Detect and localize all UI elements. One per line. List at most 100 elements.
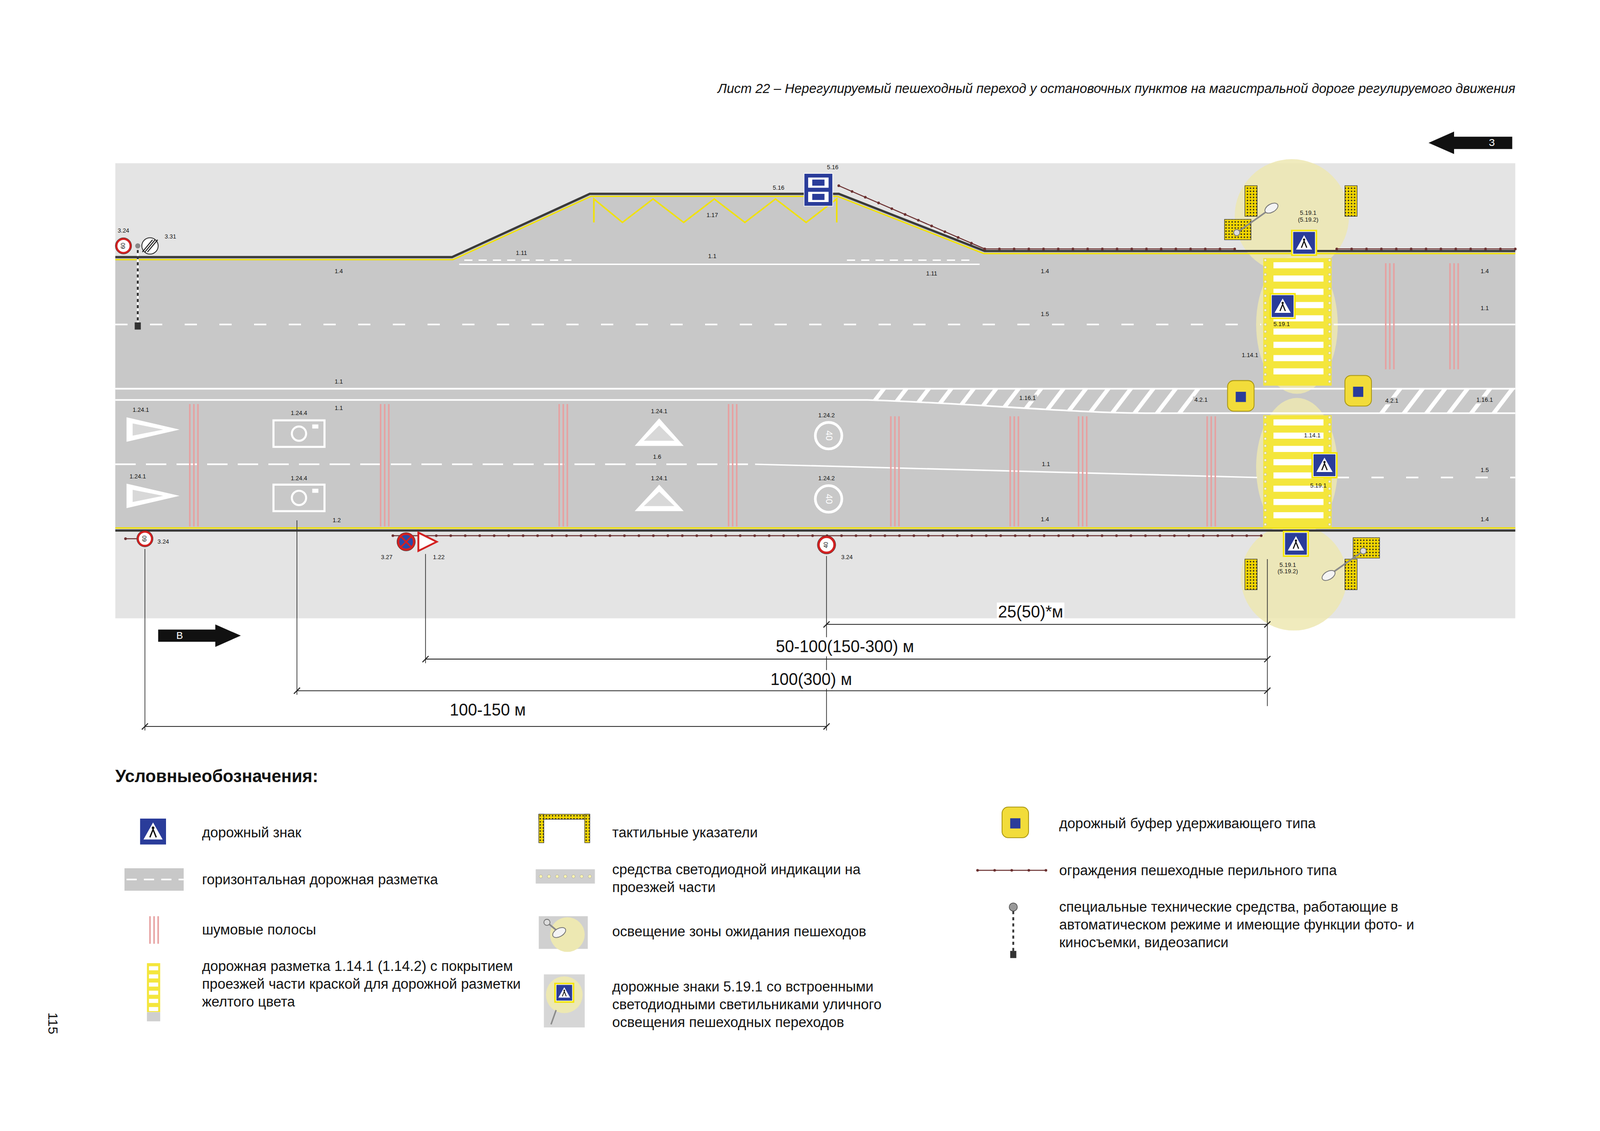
sign-frame [1311,452,1338,479]
pedestrian-railing [838,185,1235,250]
crossing-sign [140,818,167,845]
dimension-tick [1264,687,1271,694]
marking-code: 1.1 [1480,304,1489,312]
railing-post [1042,247,1045,251]
noise-strip [1388,263,1391,370]
railing-post [1335,247,1339,251]
sign-figure [1279,304,1286,312]
tactile-indicator [1345,559,1358,590]
sign-number: 40 [823,541,830,548]
marking-code: 1.1 [334,404,343,412]
railing-post [782,534,785,538]
noise-strip [566,404,568,527]
railing-post [796,534,800,538]
noise-strip [1081,416,1084,527]
railing-post [1245,534,1249,538]
island-hatch [1422,383,1450,419]
dimension-label: 50-100(150-300) м [774,637,916,657]
direction-arrow [1428,131,1512,155]
marking-code: 1.16.1 [1475,396,1495,404]
legend-text: ограждения пешеходные перильного типа [1059,861,1461,880]
marking-code: 1.4 [1480,268,1489,276]
legend-text: дорожные знаки 5.19.1 со встроенными све… [612,977,914,1032]
island-hatch [861,383,888,419]
lamp-base [543,919,550,926]
marking-code: 1.1 [708,252,717,260]
sign-triangle [143,822,163,840]
sign-frame [1291,229,1318,256]
tactile-indicator [1345,185,1358,217]
pedestrian-marking [634,418,684,446]
led-indicator [1328,523,1331,526]
railing-post [1013,534,1017,538]
round-sign [115,237,132,255]
pedestrian-marking-inner [644,491,675,506]
noise-strip [153,916,155,944]
railing-post [1100,534,1104,538]
railing-post [883,534,887,538]
railing-post [983,247,987,251]
railing-post [903,212,907,216]
sign-code: 5.19.1 [1309,482,1327,489]
camera-pole [136,249,139,325]
railing-post [1259,534,1263,538]
railing-post [767,534,771,538]
marking-code: 1.4 [1480,515,1489,523]
sign-code: 4.2.1 [1193,396,1210,404]
direction-letter: З [1488,137,1495,149]
sign-code: 3.31 [164,233,177,241]
legend-zebra [149,990,159,995]
noise-strip [1206,416,1208,527]
pedestrian-marking-inner [644,425,675,442]
noise-strip [1453,263,1455,370]
extension-line [296,520,298,696]
edge-line-yellow [115,527,1516,529]
road-buffer [1345,375,1372,406]
railing-post [652,534,655,538]
round-sign-face [138,532,151,545]
led-indicator [1263,480,1267,483]
led-indicator [1263,259,1267,262]
sign-figure-head [1303,238,1306,241]
led-indicator [547,874,551,878]
solid-line [115,388,1516,390]
led-indicator [571,874,576,878]
camera-marking-flash [312,424,319,429]
tactile-indicator [584,814,590,843]
sign-triangle [558,987,571,998]
railing-post [984,534,988,538]
railing-post [970,241,973,245]
railing-post [463,534,467,538]
marking-code: 1.4 [1040,268,1050,276]
railing-post [1201,534,1205,538]
led-indicator [1328,287,1331,290]
railing-post [550,534,554,538]
buffer-mark [1010,818,1021,829]
led-indicator [1263,451,1267,455]
railing-post [1071,534,1075,538]
camera-marking [273,420,325,447]
railing-post [1057,534,1060,538]
sign-code: 1.22 [432,553,445,561]
warning-marking-inner [132,489,164,503]
lamp-arm [550,1010,556,1025]
marking-code: 1.4 [1040,515,1050,523]
railing-post [507,534,510,538]
island-hatch [1063,383,1090,419]
dimension-tick [1264,621,1271,628]
sign-triangle [1316,457,1333,473]
marking-code: 1.6 [653,453,662,461]
tactile-indicator [538,814,590,820]
sign-code: 3.24 [157,538,169,546]
railing-post [536,534,540,538]
dimension-tick [141,723,148,730]
railing-post [854,534,858,538]
sign-code: 5.16 [826,163,839,171]
plan-group [115,131,1517,1028]
railing-post [710,534,713,538]
island-hatch [1018,383,1045,419]
warning-marking [126,417,180,442]
no-stopping-cross [400,536,411,547]
led-indicator [1328,330,1331,333]
sign-code: 5.19.1 [1273,321,1290,328]
